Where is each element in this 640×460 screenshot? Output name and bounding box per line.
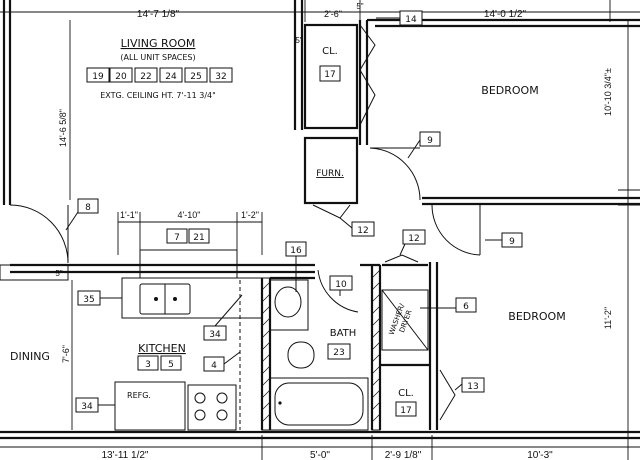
furnace-label: FURN.: [316, 169, 344, 179]
living-room-ceiling: EXTG. CEILING HT. 7'-11 3/4": [100, 91, 216, 100]
tag-16: 16: [290, 246, 302, 256]
closet-1-tag: 17: [324, 70, 335, 80]
tag-35: 35: [83, 295, 94, 305]
tag-13: 13: [467, 382, 478, 392]
closet-2-label: CL.: [398, 388, 414, 399]
dim-bottom-2: 5'-0": [310, 450, 330, 460]
bedroom-2-label: BEDROOM: [508, 310, 565, 323]
refrigerator: [114, 381, 186, 431]
living-room-subtitle: (ALL UNIT SPACES): [120, 53, 195, 62]
living-unit-0: 19: [92, 72, 104, 82]
tag-4: 4: [211, 361, 217, 371]
tag-10: 10: [335, 280, 347, 290]
living-unit-3: 24: [165, 72, 177, 82]
dim-top-bedroom: 14'-0 1/2": [484, 9, 527, 20]
dim-bottom-3: 2'-9 1/8": [385, 450, 422, 460]
dim-bottom-1: 13'-11 1/2": [102, 450, 149, 460]
kitchen-unit-1: 5: [168, 360, 174, 370]
dim-mid-5: 5": [55, 269, 62, 278]
tag-8: 8: [85, 203, 91, 213]
dim-cab-left: 1'-1": [120, 210, 138, 220]
dim-right-bedroom2: 11'-2": [603, 307, 613, 329]
closet-doors: [312, 24, 456, 421]
dim-right-bedroom1: 10'-10 3/4"±: [603, 68, 613, 116]
dim-cab-mid: 4'-10": [178, 210, 201, 220]
dim-top-small: 5": [356, 2, 363, 11]
refrigerator-label: REFG.: [127, 391, 151, 400]
kitchen-unit-0: 3: [145, 360, 151, 370]
tag-14: 14: [405, 15, 417, 25]
tag-12-hall: 12: [408, 234, 419, 244]
living-room-title: LIVING ROOM: [121, 37, 196, 50]
door-swings: [9, 147, 481, 313]
cabinet-unit-1: 21: [193, 233, 204, 243]
living-unit-2: 22: [140, 72, 151, 82]
tag-34-cabinet: 34: [209, 330, 221, 340]
room-labels: LIVING ROOM (ALL UNIT SPACES) EXTG. CEIL…: [10, 37, 566, 400]
dim-top-closet: 2'-6": [324, 9, 342, 19]
living-unit-1: 20: [115, 72, 127, 82]
range-stove: [187, 384, 237, 431]
bath-label: BATH: [330, 328, 357, 339]
tag-6: 6: [463, 302, 469, 312]
washer-dryer-label: WASHER/ DRYER: [388, 301, 416, 340]
tag-9-lower: 9: [509, 237, 515, 247]
dim-mid-wall: 5": [295, 36, 302, 45]
bath-tag: 23: [333, 348, 344, 358]
dim-bottom-4: 10'-3": [527, 450, 553, 460]
hatched-walls: [261, 264, 381, 431]
toilet-bowl: [274, 286, 302, 318]
living-unit-4: 25: [190, 72, 201, 82]
fixtures: [114, 249, 429, 431]
tag-9-upper: 9: [427, 136, 433, 146]
cabinet-unit-0: 7: [174, 233, 180, 243]
callout-tags: 14 9 9 8 12 12 16 10 6 35 34 4 34 13: [65, 10, 523, 413]
dim-top-living: 14'-7 1/8": [137, 9, 180, 20]
closet-2-tag: 17: [400, 406, 411, 416]
dim-cab-right: 1'-2": [241, 210, 259, 220]
living-unit-boxes: 19 20 22 24 25 32: [86, 67, 233, 83]
dim-left-living: 14'-6 5/8": [58, 109, 68, 147]
closet-1-label: CL.: [322, 46, 338, 57]
kitchen-label: KITCHEN: [138, 342, 186, 355]
other-unit-boxes: 17 17 23 3 5 7 21: [137, 65, 417, 417]
bath-sink: [287, 341, 315, 369]
bathtub: [269, 377, 369, 431]
tag-12-furnace: 12: [357, 226, 368, 236]
dim-left-dining: 7'-6": [61, 345, 71, 363]
living-unit-5: 32: [215, 72, 226, 82]
dining-label: DINING: [10, 350, 50, 363]
dimension-labels: 14'-7 1/8" 2'-6" 5" 14'-0 1/2" 5" 14'-6 …: [55, 2, 613, 460]
bedroom-1-label: BEDROOM: [481, 84, 538, 97]
tag-34-refg: 34: [81, 402, 93, 412]
